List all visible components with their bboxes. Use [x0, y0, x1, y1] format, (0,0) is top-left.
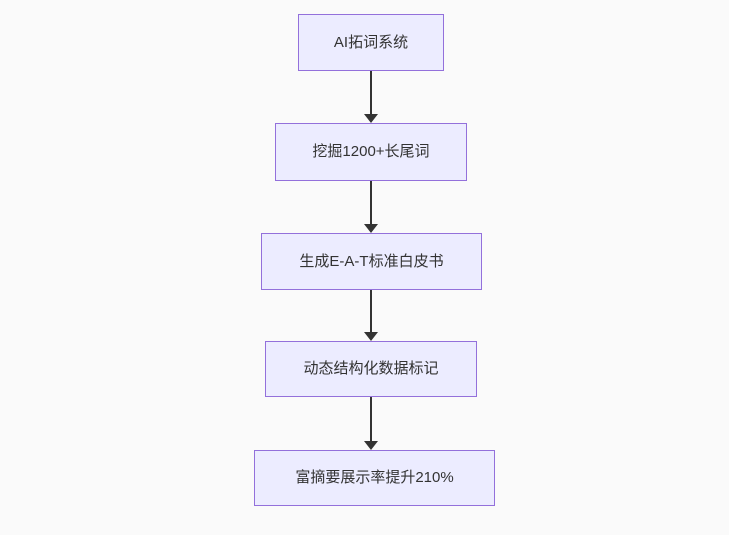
arrowhead-down-icon [364, 441, 378, 450]
flow-node-label: AI拓词系统 [333, 33, 409, 51]
arrow-line [370, 397, 372, 442]
flow-arrow [364, 181, 378, 233]
flow-arrow [364, 290, 378, 341]
arrow-line [370, 290, 372, 333]
flow-arrow [364, 71, 378, 123]
flow-arrow [364, 397, 378, 450]
flow-node-dynamic-structured-data-markup: 动态结构化数据标记 [265, 341, 477, 397]
arrowhead-down-icon [364, 332, 378, 341]
flow-node-generate-eat-whitepaper: 生成E-A-T标准白皮书 [261, 233, 482, 290]
arrowhead-down-icon [364, 114, 378, 123]
flow-node-mine-longtail-keywords: 挖掘1200+长尾词 [275, 123, 467, 181]
flow-node-label: 生成E-A-T标准白皮书 [299, 252, 444, 270]
flow-node-rich-snippet-rate-increase: 富摘要展示率提升210% [254, 450, 495, 506]
arrow-line [370, 181, 372, 225]
arrowhead-down-icon [364, 224, 378, 233]
arrow-line [370, 71, 372, 115]
flow-node-label: 富摘要展示率提升210% [295, 469, 454, 486]
flow-node-label: 挖掘1200+长尾词 [312, 143, 430, 160]
flow-node-ai-word-expansion-system: AI拓词系统 [298, 14, 444, 71]
flow-node-label: 动态结构化数据标记 [303, 360, 439, 377]
